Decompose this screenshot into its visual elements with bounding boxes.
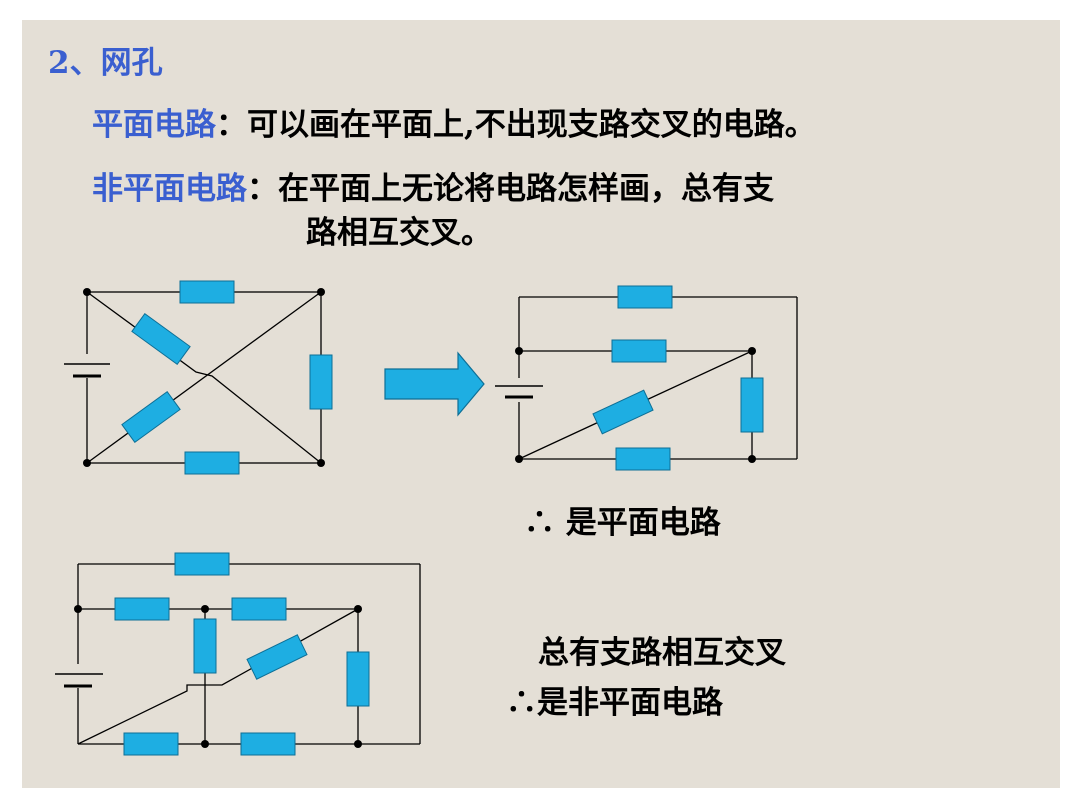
resistor-icon bbox=[611, 339, 667, 363]
resistor-icon bbox=[346, 651, 370, 707]
battery-icon bbox=[64, 354, 110, 378]
nonplanar-term: 非平面电路 bbox=[92, 171, 247, 207]
planar-definition: 平面电路：可以画在平面上,不出现支路交叉的电路。 bbox=[92, 107, 816, 144]
nonplanar-conclusion: ∴是非平面电路 bbox=[506, 685, 723, 721]
section-heading: 2、网孔 bbox=[48, 45, 163, 81]
nonplanar-definition: 非平面电路：在平面上无论将电路怎样画，总有支 bbox=[92, 171, 774, 208]
resistor-icon bbox=[131, 312, 191, 366]
resistor-icon bbox=[174, 552, 230, 576]
resistor-icon bbox=[615, 447, 671, 471]
right-arrow-icon bbox=[384, 351, 485, 417]
resistor-icon bbox=[740, 377, 764, 433]
circuit-bridge-original bbox=[64, 280, 333, 475]
resistor-icon bbox=[592, 389, 654, 435]
resistor-icon bbox=[114, 597, 170, 621]
crossing-statement: 总有支路相互交叉 bbox=[538, 635, 786, 671]
resistor-icon bbox=[240, 732, 296, 756]
resistor-icon bbox=[123, 732, 179, 756]
circuit-bridge-redrawn bbox=[495, 285, 798, 471]
resistor-icon bbox=[121, 390, 181, 444]
battery-icon bbox=[495, 378, 543, 402]
battery-icon bbox=[55, 664, 103, 688]
resistor-icon bbox=[193, 618, 217, 674]
resistor-icon bbox=[184, 451, 240, 475]
resistor-icon bbox=[179, 280, 235, 304]
resistor-icon bbox=[309, 354, 333, 410]
circuit-nonplanar bbox=[55, 552, 421, 756]
planar-conclusion: ∴ 是平面电路 bbox=[524, 505, 721, 541]
resistor-icon bbox=[617, 285, 673, 309]
planar-description: ：可以画在平面上,不出现支路交叉的电路。 bbox=[216, 107, 816, 143]
nonplanar-description-line1: ：在平面上无论将电路怎样画，总有支 bbox=[247, 171, 774, 207]
resistor-icon bbox=[246, 634, 308, 680]
planar-term: 平面电路 bbox=[92, 107, 216, 143]
resistor-icon bbox=[231, 597, 287, 621]
nonplanar-description-line2: 路相互交叉。 bbox=[306, 215, 492, 251]
